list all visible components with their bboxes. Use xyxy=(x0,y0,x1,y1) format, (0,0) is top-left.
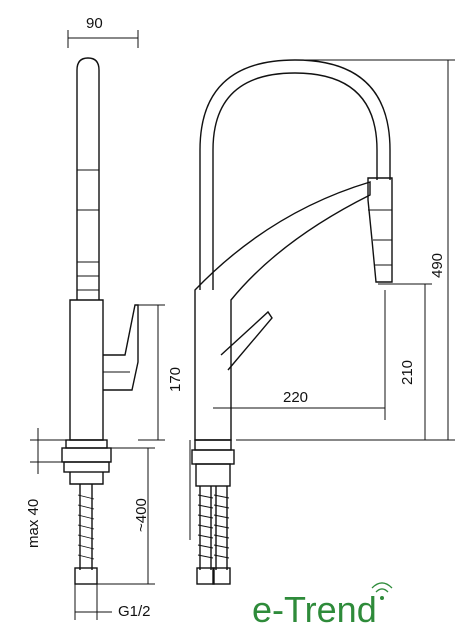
side-body-lower xyxy=(69,299,104,441)
front-base xyxy=(194,439,232,451)
dim-thickness-max: max 40 xyxy=(25,499,42,548)
dim-reach: 220 xyxy=(283,389,308,406)
front-view: 220 210 490 xyxy=(189,59,455,585)
dim-height-spout: 210 xyxy=(399,360,416,385)
dim-hose-length: ~400 xyxy=(133,498,150,532)
side-base xyxy=(65,439,108,449)
dim-width-top: 90 xyxy=(86,15,103,32)
front-hoses xyxy=(199,486,228,570)
front-lever xyxy=(220,310,273,371)
dim-height-total: 490 xyxy=(429,253,446,278)
brand-name: e-Trend xyxy=(252,589,377,630)
dim-connection: G1/2 xyxy=(118,603,151,620)
front-arch xyxy=(199,59,391,290)
dim-height-lever: 170 xyxy=(167,367,184,392)
side-lever xyxy=(103,304,139,391)
side-view: 90 170 max 40 ~4 xyxy=(25,15,184,620)
wifi-icon xyxy=(380,596,384,600)
front-spout xyxy=(194,181,371,441)
front-spray-head xyxy=(367,177,393,283)
side-body-upper xyxy=(76,57,100,300)
brand-logo: e-Trend xyxy=(252,582,393,630)
